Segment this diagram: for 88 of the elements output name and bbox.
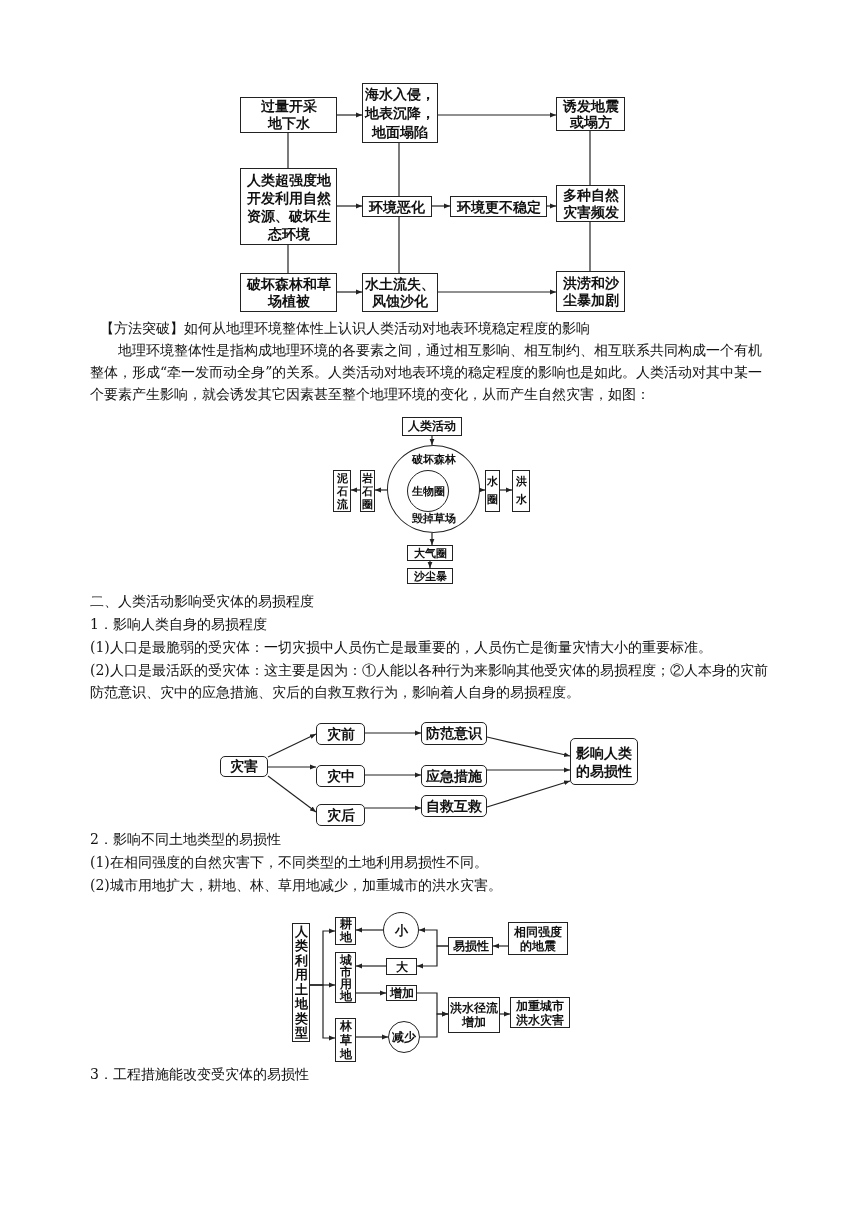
arrow	[364, 730, 422, 736]
rounded-box: 灾中	[316, 765, 365, 787]
flow-box: 林草地	[335, 1018, 356, 1062]
paragraph: (1)人口是最脆弱的受灾体：一切灾损中人员伤亡是最重要的，人员伤亡是衡量灾情大小的重要标准。	[90, 638, 713, 657]
flow-box: 人类超强度地开发利用自然资源、破坏生态环境	[240, 168, 337, 245]
connector-line	[398, 216, 400, 274]
paragraph: (2)城市用地扩大，耕地、林、草用地减少，加重城市的洪水灾害。	[90, 876, 503, 895]
arrow	[499, 487, 513, 493]
arrow	[437, 289, 557, 295]
arrow	[429, 435, 435, 446]
circle-node: 减少	[388, 1021, 420, 1053]
arrow	[486, 780, 571, 808]
flow-box: 海水入侵，地表沉降，地面塌陷	[362, 83, 438, 143]
arrow	[416, 945, 449, 969]
arrow	[374, 487, 388, 493]
flow-box: 易损性	[448, 937, 493, 955]
arrow	[431, 203, 451, 209]
ring-label: 破坏森林	[410, 453, 457, 466]
rounded-box: 灾前	[316, 723, 365, 745]
arrow	[364, 805, 422, 811]
flow-box: 洪水径流增加	[448, 997, 500, 1033]
rounded-box: 灾后	[316, 804, 365, 826]
arrow	[437, 112, 557, 118]
arrow	[427, 560, 433, 569]
arrow	[355, 1034, 389, 1040]
flow-box: 相同强度的地震	[508, 922, 568, 955]
arrow	[336, 203, 363, 209]
arrow	[355, 927, 384, 933]
arrow	[350, 487, 361, 493]
subheading: 2．影响不同土地类型的易损性	[90, 830, 282, 849]
flow-box: 泥石流	[333, 470, 351, 512]
rounded-box: 应急措施	[421, 765, 487, 787]
arrow	[309, 984, 336, 1041]
paragraph: 地理环境整体性是指构成地理环境的各要素之间，通过相互影响、相互制约、相互联系共同构成一个有机整体，形成“牵一发而动全身”的关系。人类活动对地表环境的稳定程度的影响也是如此。人类活动对其中某一个要素产生影响，就会诱发其它因素甚至整个地理环境的变化，从而产生自然灾害，如图：	[90, 341, 764, 404]
flow-box: 洪涝和沙尘暴加剧	[556, 271, 625, 312]
arrow	[336, 289, 363, 295]
arrow	[267, 733, 317, 758]
flow-box: 环境更不稳定	[450, 196, 547, 217]
connector-line	[589, 130, 591, 186]
flow-box: 耕地	[335, 917, 356, 945]
flow-box: 破坏森林和草场植被	[240, 273, 337, 312]
connector-line	[398, 142, 400, 197]
flow-box: 人类利用土地类型	[292, 923, 310, 1042]
flow-box: 水土流失、风蚀沙化	[362, 273, 438, 312]
flow-box: 城市用地	[335, 952, 356, 1003]
arrow	[419, 1011, 449, 1038]
subheading: 3．工程措施能改变受灾体的易损性	[90, 1065, 310, 1084]
arrow	[267, 764, 317, 770]
connector-line	[589, 221, 591, 272]
arrow	[492, 943, 509, 949]
flow-box: 诱发地震或塌方	[556, 97, 625, 131]
ring-label: 毁掉草场	[410, 512, 457, 525]
arrow	[486, 767, 571, 773]
flow-box: 沙尘暴	[407, 568, 453, 584]
flow-box: 多种自然灾害频发	[556, 185, 625, 222]
section-heading: 【方法突破】如何从地理环境整体性上认识人类活动对地表环境稳定程度的影响	[100, 319, 591, 338]
section-heading: 二、人类活动影响受灾体的易损程度	[90, 592, 315, 611]
arrow	[355, 990, 387, 996]
arrow	[499, 1011, 511, 1017]
subheading: 1．影响人类自身的易损程度	[90, 615, 268, 634]
arrow	[429, 532, 435, 546]
flow-box: 大气圈	[407, 545, 453, 561]
paragraph: (1)在相同强度的自然灾害下，不同类型的土地利用易损性不同。	[90, 853, 489, 872]
flow-box: 环境恶化	[362, 196, 432, 217]
flow-box: 人类活动	[402, 417, 462, 436]
connector-line	[287, 244, 289, 274]
flow-box: 加重城市洪水灾害	[510, 997, 570, 1028]
circle-node: 生物圈	[407, 470, 449, 512]
arrow	[546, 203, 557, 209]
flow-box: 过量开采地下水	[240, 97, 337, 133]
arrow	[355, 963, 387, 969]
connector-line	[287, 132, 289, 169]
arrow	[364, 772, 422, 778]
paragraph: (2)人口是最活跃的受灾体：这主要是因为：①人能以各种行为来影响其他受灾体的易损程度；②人本身的灾前防范意识、灾中的应急措施、灾后的自救互救行为，影响着人自身的易损程度。	[90, 661, 769, 702]
flow-box: 岩石圈	[360, 470, 375, 512]
arrow	[486, 736, 571, 757]
rounded-box: 灾害	[220, 756, 268, 777]
rounded-box: 影响人类的易损性	[570, 738, 638, 785]
arrow	[479, 487, 486, 493]
arrow	[267, 775, 317, 813]
flow-box: 增加	[386, 985, 417, 1001]
arrow	[336, 112, 363, 118]
rounded-box: 自救互救	[421, 795, 487, 817]
rounded-box: 防范意识	[421, 722, 487, 745]
flow-box: 洪水	[512, 470, 530, 512]
circle-node: 小	[383, 912, 419, 948]
flow-box: 大	[386, 958, 417, 975]
flow-box: 水圈	[485, 470, 500, 512]
